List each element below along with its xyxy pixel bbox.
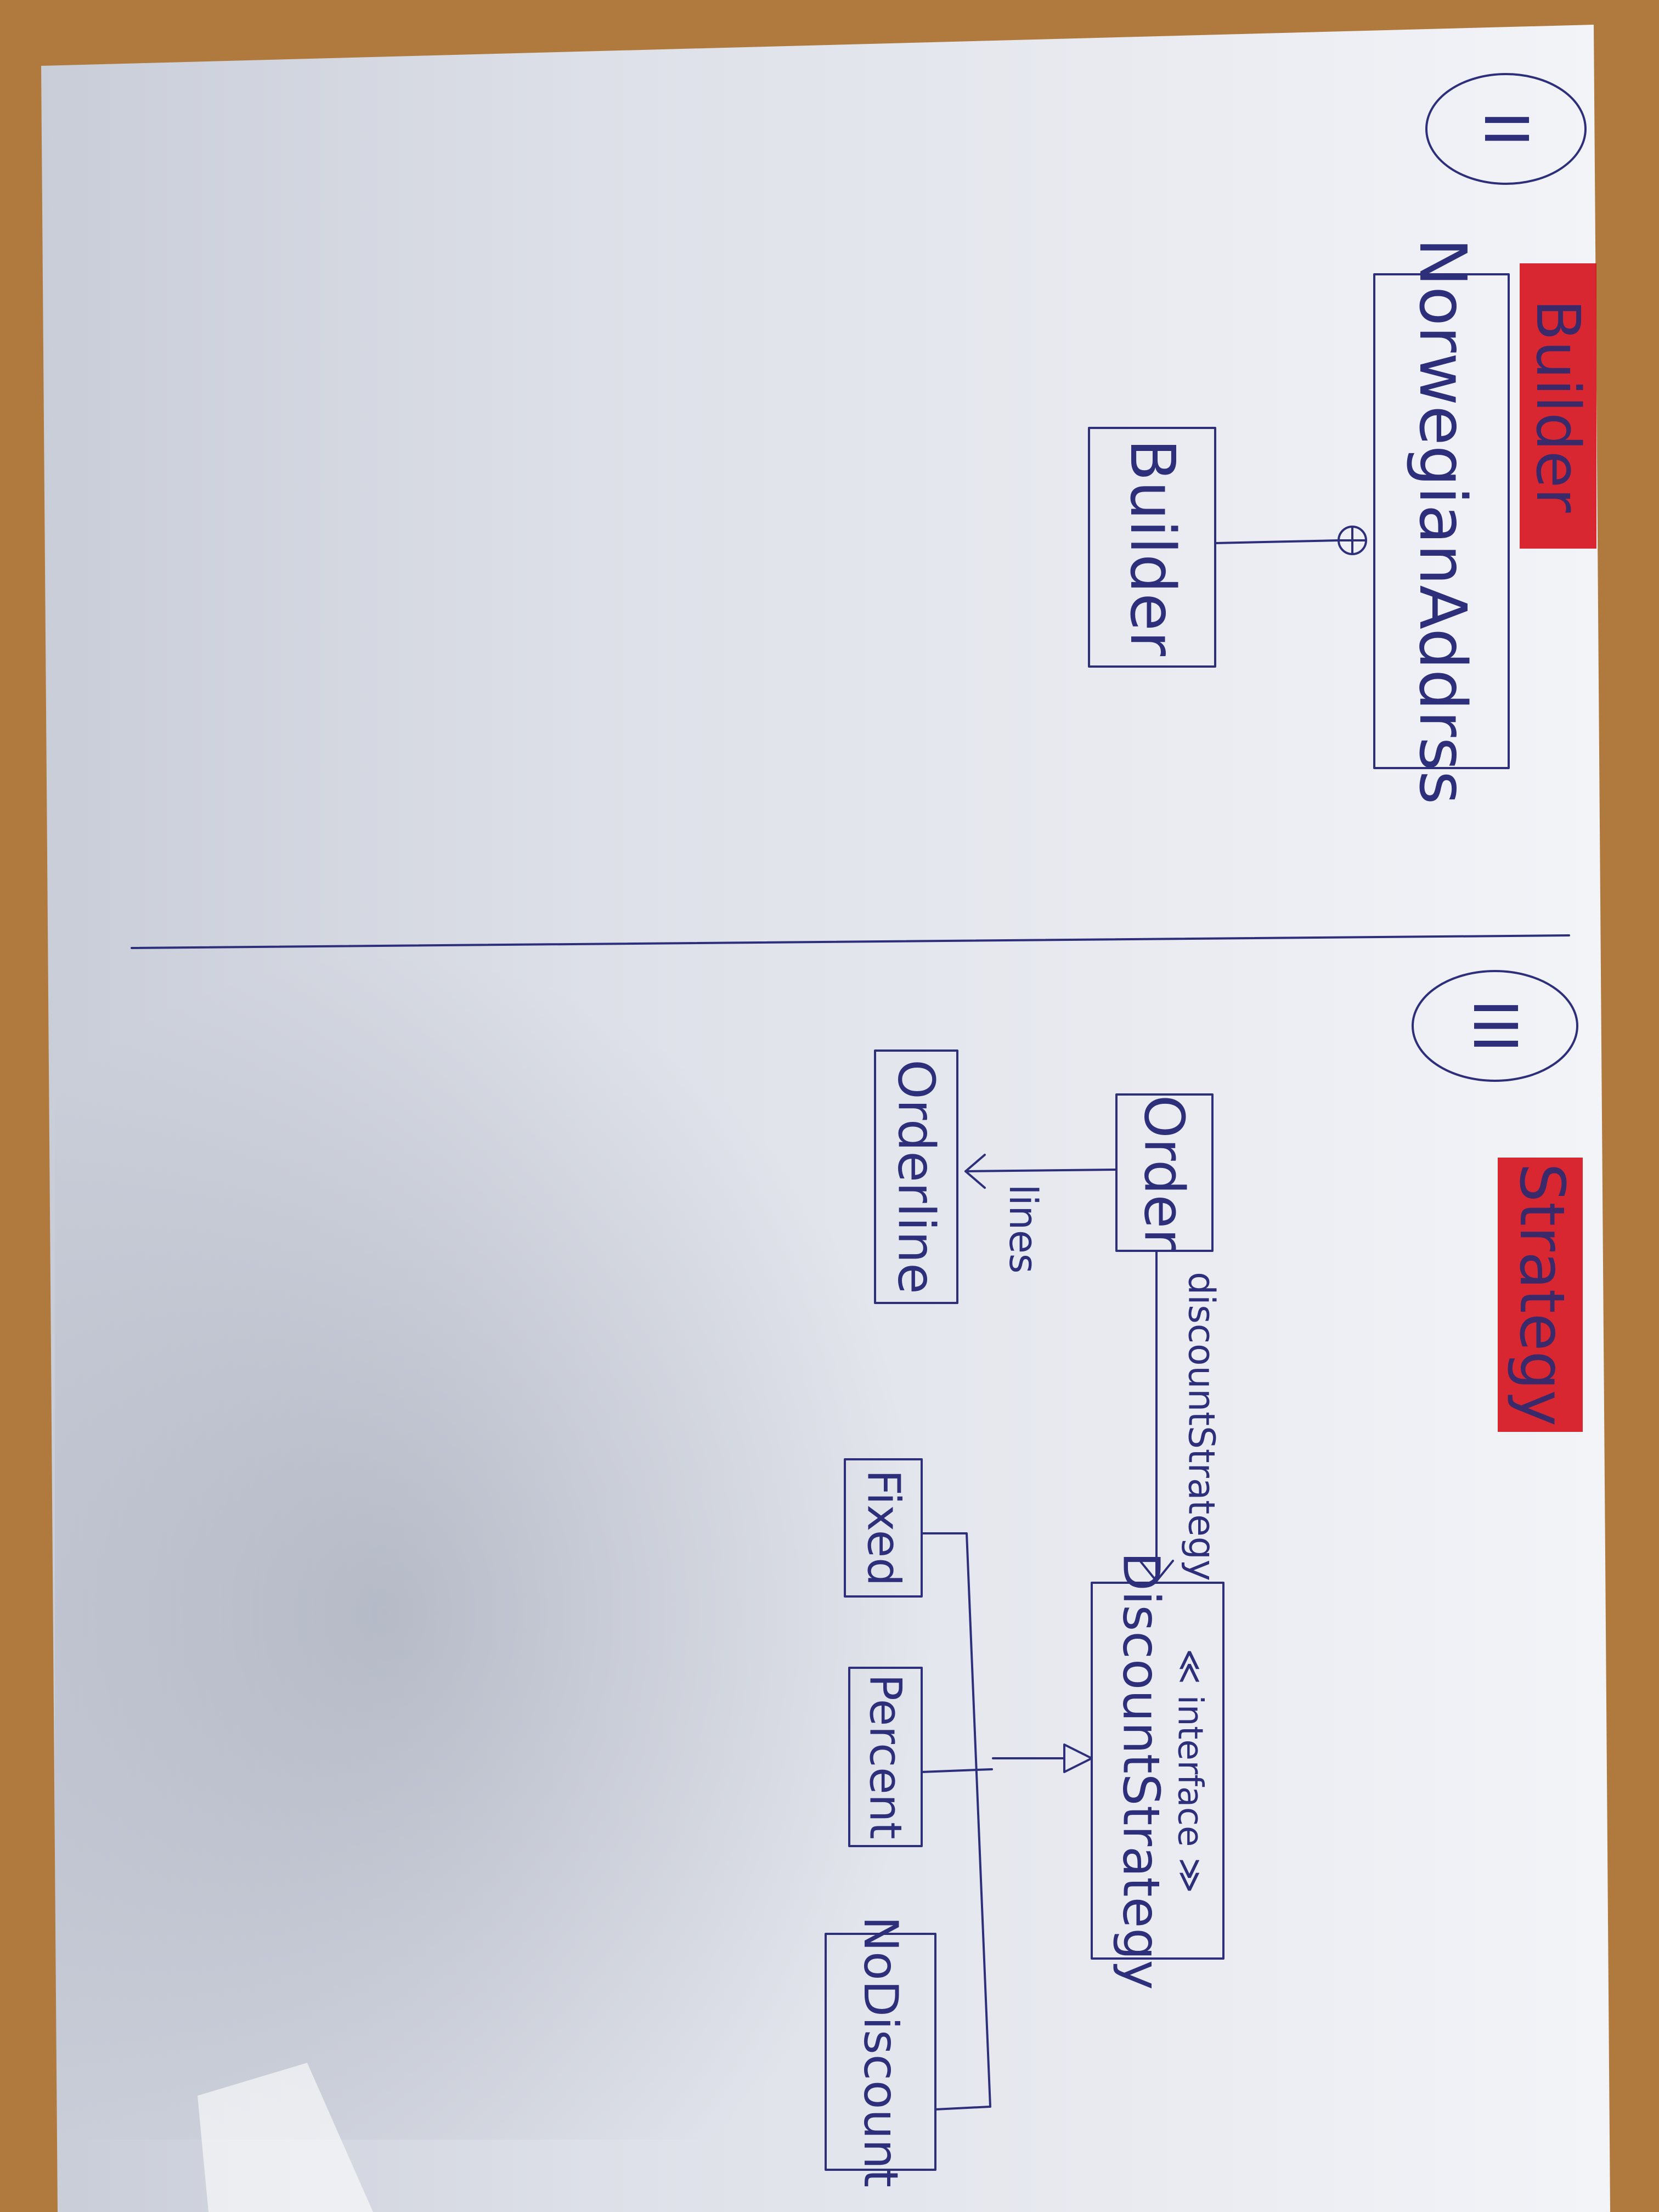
- orderline-label: Orderline: [887, 1059, 946, 1294]
- section-ii-number: II: [1471, 111, 1541, 147]
- builder-class-label: Builder: [1116, 439, 1188, 657]
- highlight-strategy: [1498, 1158, 1583, 1432]
- builder-class: [1088, 427, 1216, 668]
- nodiscount-class: [825, 1933, 936, 2171]
- lines-label: lines: [1001, 1184, 1046, 1274]
- paper-fold: [198, 2063, 373, 2212]
- paper-shadow: [55, 823, 1152, 2140]
- interface-stereotype: ≪ interface ≫: [1171, 1649, 1211, 1893]
- fixed-label: Fixed: [857, 1470, 910, 1587]
- nodiscount-label: NoDiscount: [853, 1916, 908, 2188]
- section-iii: III Strategy Order Orderline lines disco…: [825, 970, 1583, 2188]
- section-ii-circle: [1425, 73, 1587, 185]
- section-ii: II Builder NorwegianAddrss Builder: [1088, 73, 1596, 805]
- fixed-class: [844, 1458, 923, 1598]
- nesting-line: [1214, 539, 1340, 544]
- percent-connector: [921, 1768, 993, 1773]
- norwegian-address-label: NorwegianAddrss: [1405, 238, 1481, 805]
- generalization-triangle-icon: [1063, 1743, 1093, 1773]
- section-iii-circle: [1412, 970, 1578, 1082]
- lines-association: [964, 1169, 1118, 1172]
- lines-arrowhead-icon: [964, 1154, 986, 1189]
- implementation-connector: [921, 1532, 991, 2111]
- interface-name: DiscountStrategy: [1112, 1552, 1171, 1990]
- order-label: Order: [1132, 1095, 1197, 1251]
- section-ii-heading: Builder: [1523, 299, 1593, 513]
- section-iii-heading: Strategy: [1506, 1163, 1577, 1426]
- discount-strategy-label: discountStrategy: [1181, 1272, 1223, 1581]
- highlight-builder: [1520, 263, 1596, 549]
- norwegian-address-class: [1373, 273, 1510, 769]
- percent-class: [848, 1667, 923, 1847]
- orderline-class: [874, 1049, 958, 1304]
- percent-label: Percent: [860, 1674, 911, 1839]
- section-iii-number: III: [1460, 999, 1530, 1052]
- discount-strategy-arrowhead-icon: [1139, 1560, 1174, 1582]
- order-class: [1115, 1093, 1214, 1252]
- discount-strategy-interface: [1091, 1582, 1224, 1960]
